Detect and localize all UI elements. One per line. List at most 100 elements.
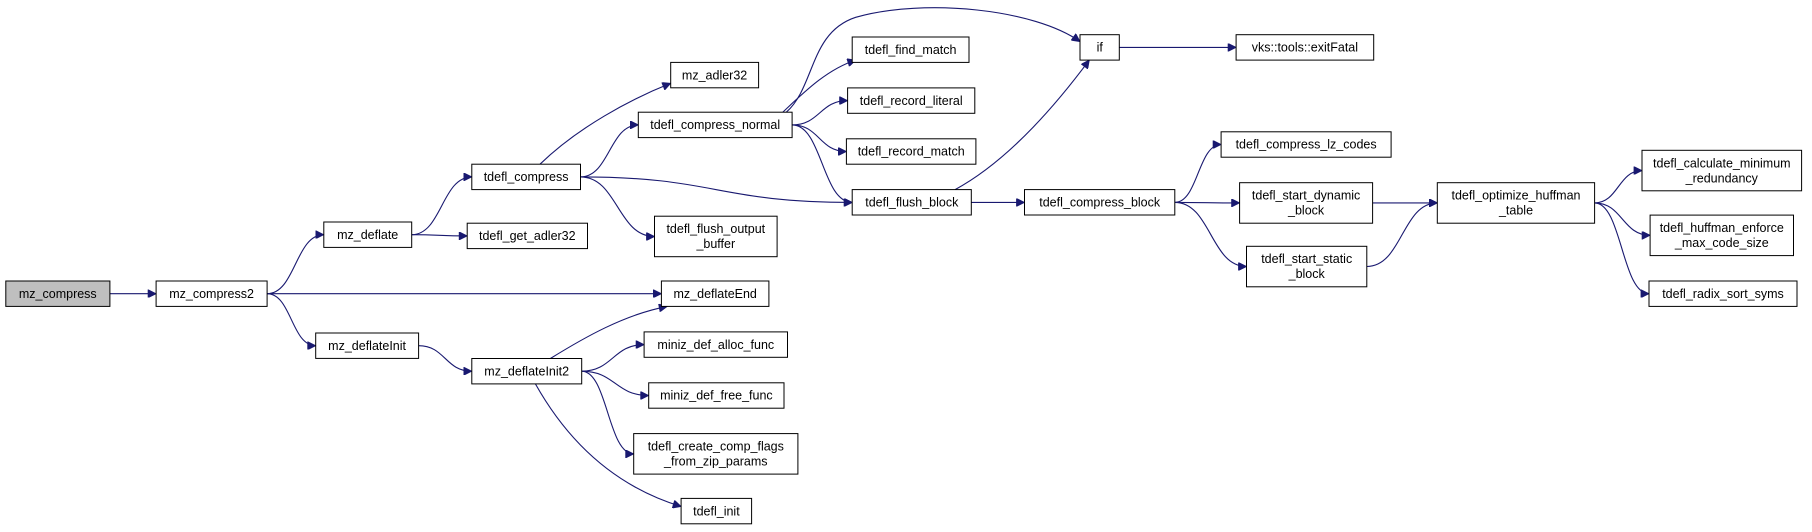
node-box <box>633 433 799 475</box>
node-label: tdefl_huffman_enforce <box>1660 221 1784 235</box>
node-mz_deflateInit2[interactable]: mz_deflateInit2 <box>471 358 583 385</box>
node-tdefl_start_dynamic_block[interactable]: tdefl_start_dynamic_block <box>1239 182 1374 224</box>
edge-mz_deflateInit-to-mz_deflateInit2 <box>418 345 472 372</box>
node-tdefl_optimize_huffman_table[interactable]: tdefl_optimize_huffman_table <box>1436 182 1596 224</box>
node-label: mz_adler32 <box>682 68 747 82</box>
edge-tdefl_optimize_huffman_table-to-tdefl_calculate_minimum_redundancy <box>1594 171 1642 204</box>
node-tdefl_init[interactable]: tdefl_init <box>680 497 753 525</box>
node-tdefl_huffman_enforce_max_code_size[interactable]: tdefl_huffman_enforce_max_code_size <box>1649 214 1794 257</box>
edge-tdefl_optimize_huffman_table-to-tdefl_huffman_enforce_max_code_size <box>1594 202 1651 235</box>
node-tdefl_create_comp_flags_from_zip_params[interactable]: tdefl_create_comp_flags_from_zip_params <box>633 433 799 475</box>
node-box <box>654 215 778 258</box>
node-label: _from_zip_params <box>663 455 768 469</box>
node-if[interactable]: if <box>1079 34 1120 61</box>
node-tdefl_get_adler32[interactable]: tdefl_get_adler32 <box>466 222 589 250</box>
node-label: _table <box>1498 204 1533 218</box>
node-tdefl_record_literal[interactable]: tdefl_record_literal <box>847 87 976 114</box>
edge-mz_compress2-to-mz_deflateInit <box>267 293 316 346</box>
edge-tdefl_optimize_huffman_table-to-tdefl_radix_sort_syms <box>1594 202 1649 294</box>
node-mz_adler32[interactable]: mz_adler32 <box>670 61 760 89</box>
node-mz_deflateEnd[interactable]: mz_deflateEnd <box>660 280 770 307</box>
node-box <box>1641 149 1803 192</box>
edge-tdefl_compress_normal-to-tdefl_find_match <box>782 60 856 113</box>
node-label: tdefl_compress_block <box>1039 196 1161 210</box>
node-box <box>5 280 111 307</box>
node-box <box>155 280 268 307</box>
node-label: tdefl_create_comp_flags <box>648 440 784 454</box>
edge-mz_deflate-to-tdefl_compress <box>411 177 472 236</box>
node-box <box>851 36 970 63</box>
node-tdefl_compress_normal[interactable]: tdefl_compress_normal <box>637 111 793 139</box>
node-label: tdefl_start_static <box>1261 252 1352 266</box>
node-miniz_def_alloc_func[interactable]: miniz_def_alloc_func <box>643 331 788 358</box>
node-box <box>1246 245 1368 288</box>
node-label: tdefl_find_match <box>865 43 957 57</box>
node-vks_tools_exitFatal[interactable]: vks::tools::exitFatal <box>1235 34 1375 61</box>
node-box <box>680 497 753 525</box>
node-label: tdefl_compress_normal <box>650 118 780 132</box>
node-mz_compress[interactable]: mz_compress <box>5 280 111 307</box>
node-label: tdefl_flush_block <box>865 196 959 210</box>
node-box <box>845 138 977 165</box>
node-label: tdefl_compress_lz_codes <box>1236 138 1377 152</box>
node-label: _buffer <box>695 237 735 251</box>
edge-tdefl_compress_normal-to-tdefl_flush_block <box>792 124 852 202</box>
node-label: tdefl_compress <box>484 170 569 184</box>
node-box <box>323 221 413 248</box>
edge-mz_compress2-to-mz_deflate <box>267 235 324 295</box>
node-mz_compress2[interactable]: mz_compress2 <box>155 280 268 307</box>
edge-tdefl_compress-to-tdefl_flush_output_buffer <box>580 176 655 237</box>
node-label: mz_deflateEnd <box>674 287 757 301</box>
node-label: miniz_def_alloc_func <box>657 338 774 352</box>
node-tdefl_record_match[interactable]: tdefl_record_match <box>845 138 977 165</box>
node-tdefl_compress_lz_codes[interactable]: tdefl_compress_lz_codes <box>1220 131 1392 158</box>
edge-tdefl_compress_normal-to-tdefl_record_literal <box>792 101 848 126</box>
node-mz_deflate[interactable]: mz_deflate <box>323 221 413 248</box>
node-mz_deflateInit[interactable]: mz_deflateInit <box>315 332 420 359</box>
node-tdefl_compress[interactable]: tdefl_compress <box>471 163 581 191</box>
node-label: _block <box>1287 204 1325 218</box>
node-tdefl_flush_output_buffer[interactable]: tdefl_flush_output_buffer <box>654 215 778 258</box>
node-box <box>1239 182 1374 224</box>
node-label: tdefl_flush_output <box>666 222 765 236</box>
node-label: _block <box>1288 267 1326 281</box>
edge-tdefl_compress-to-mz_adler32 <box>539 83 671 165</box>
node-label: tdefl_start_dynamic <box>1252 189 1360 203</box>
node-label: if <box>1097 41 1104 55</box>
edge-mz_deflateInit2-to-mz_deflateEnd <box>550 306 667 359</box>
node-box <box>315 332 420 359</box>
node-box <box>471 358 583 385</box>
node-label: tdefl_optimize_huffman <box>1451 189 1580 203</box>
node-label: tdefl_init <box>693 504 740 518</box>
node-label: mz_compress <box>19 287 97 301</box>
edge-tdefl_compress-to-tdefl_flush_block <box>580 176 853 203</box>
node-box <box>1436 182 1596 224</box>
node-label: mz_deflate <box>337 228 398 242</box>
nodes: mz_compress mz_compress2 mz_deflate mz_defl… <box>5 34 1803 525</box>
node-tdefl_flush_block[interactable]: tdefl_flush_block <box>851 189 972 216</box>
edge-tdefl_compress_normal-to-if <box>785 7 1080 113</box>
node-label: miniz_def_free_func <box>660 389 773 403</box>
node-box <box>637 111 793 139</box>
node-label: mz_compress2 <box>169 287 254 301</box>
node-box <box>660 280 770 307</box>
node-tdefl_compress_block[interactable]: tdefl_compress_block <box>1024 189 1176 216</box>
node-miniz_def_free_func[interactable]: miniz_def_free_func <box>648 382 785 409</box>
node-label: mz_deflateInit <box>328 339 406 353</box>
edge-tdefl_flush_block-to-if <box>954 60 1089 191</box>
node-label: tdefl_radix_sort_syms <box>1662 287 1784 301</box>
node-box <box>1235 34 1375 61</box>
node-label: tdefl_record_literal <box>860 94 963 108</box>
edge-tdefl_compress_block-to-tdefl_start_dynamic_block <box>1174 202 1240 203</box>
node-box <box>1079 34 1120 61</box>
edge-tdefl_compress_block-to-tdefl_compress_lz_codes <box>1174 145 1221 203</box>
node-tdefl_radix_sort_syms[interactable]: tdefl_radix_sort_syms <box>1648 280 1798 307</box>
node-tdefl_start_static_block[interactable]: tdefl_start_static_block <box>1246 245 1368 288</box>
edges <box>109 7 1651 507</box>
edge-tdefl_compress-to-tdefl_compress_normal <box>580 125 639 178</box>
node-tdefl_find_match[interactable]: tdefl_find_match <box>851 36 970 63</box>
node-box <box>1649 214 1794 257</box>
node-tdefl_calculate_minimum_redundancy[interactable]: tdefl_calculate_minimum_redundancy <box>1641 149 1803 192</box>
edge-tdefl_start_static_block-to-tdefl_optimize_huffman_table <box>1366 203 1438 268</box>
